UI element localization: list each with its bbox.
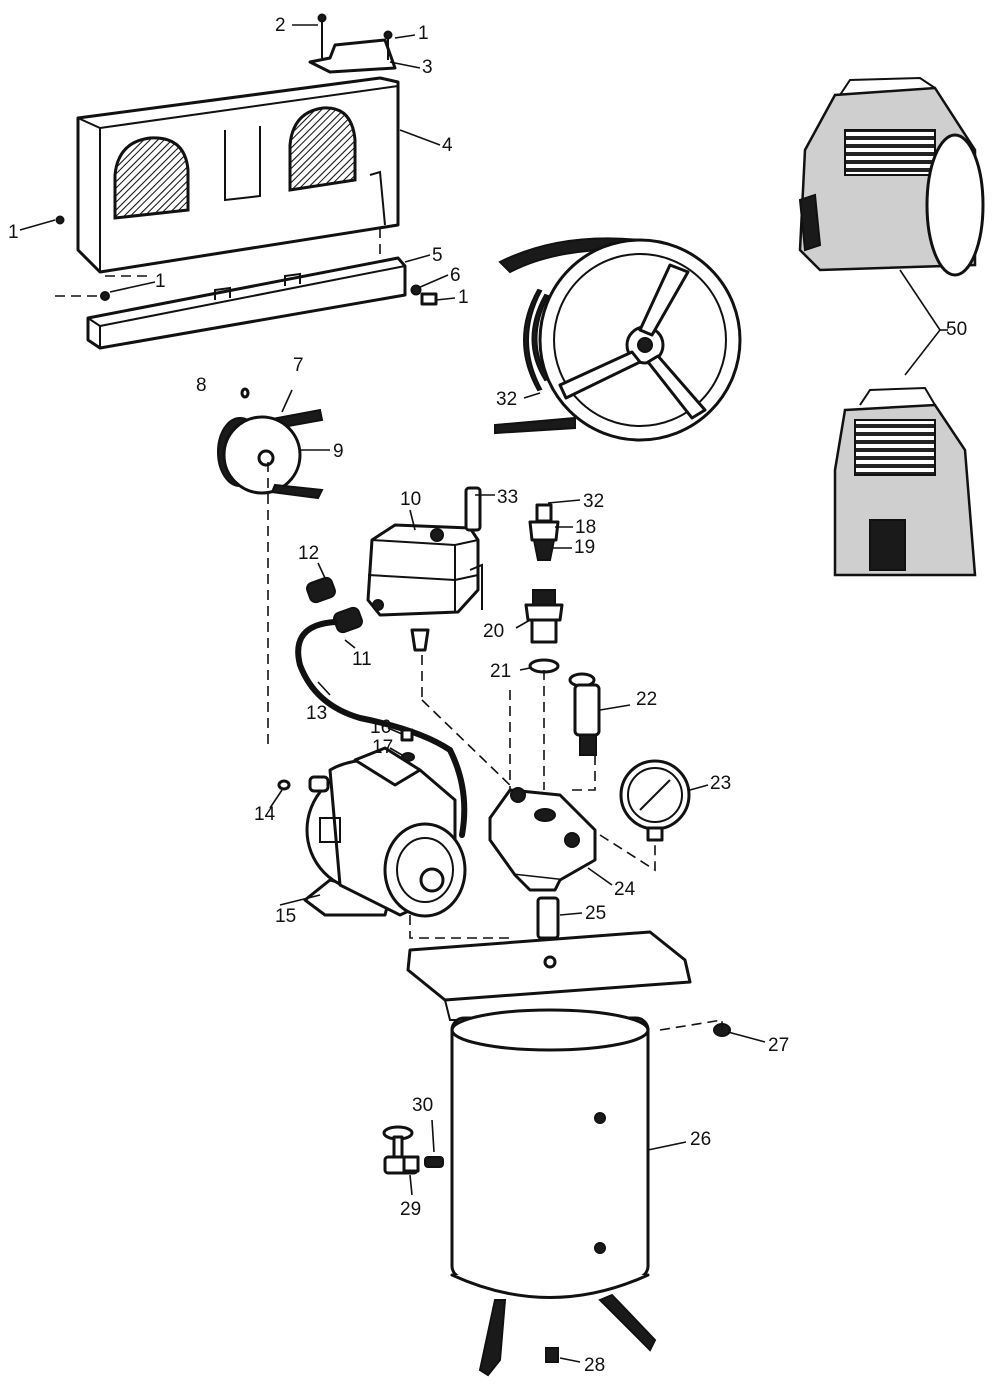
bolt-1-rail [420,292,438,306]
callout-23: 23 [710,773,732,794]
screw-1-top [383,30,393,40]
screw-1-left [55,215,65,225]
electric-motor [303,746,467,918]
manifold [488,787,597,892]
callout-25: 25 [585,903,607,924]
drain-plug-28 [545,1347,559,1363]
callout-13: 13 [306,703,328,724]
callout-15: 15 [275,906,297,927]
callout-16: 16 [370,717,392,738]
callout-30: 30 [412,1095,434,1116]
screw-2 [317,13,327,23]
callout-1-left: 1 [8,222,19,243]
callout-10: 10 [400,489,422,510]
callout-21: 21 [490,661,512,682]
belt-guard [76,76,400,274]
safety-valve [568,672,601,756]
screw-14 [277,779,291,791]
callout-22: 22 [636,689,658,710]
callout-2: 2 [275,15,286,36]
callout-18: 18 [575,517,597,538]
power-cord [295,619,468,838]
callout-32-fitting: 32 [583,491,605,512]
pump-head-variant-a [798,76,985,277]
drain-valve [382,1125,420,1175]
air-tank [406,930,692,1377]
callout-11: 11 [352,649,372,670]
callout-33: 33 [497,487,519,508]
callout-27: 27 [768,1035,790,1056]
callout-29: 29 [400,1199,422,1220]
guard-grille-left [113,136,190,220]
motor-pulley [217,408,324,500]
callout-5: 5 [432,245,443,266]
callout-7: 7 [293,355,304,376]
guard-support-rail [86,256,407,350]
pressure-gauge [619,759,691,842]
compressor-flywheel [494,237,742,442]
nut-17 [401,752,415,762]
pressure-switch [366,523,483,652]
leader-lines [19,24,766,1363]
check-valve-20 [524,589,564,644]
callout-12: 12 [298,543,320,564]
callout-32-flywheel: 32 [496,389,518,410]
callout-9: 9 [333,441,344,462]
callout-19: 19 [574,537,596,558]
callout-26: 26 [690,1129,712,1150]
callout-28: 28 [584,1355,606,1376]
callout-17: 17 [372,737,394,758]
callout-50: 50 [946,319,968,340]
callout-14: 14 [254,804,276,825]
callout-24: 24 [614,879,636,900]
callout-20: 20 [483,621,505,642]
tube-33 [464,486,482,532]
callout-1-top: 1 [418,23,429,44]
callout-1-bolt: 1 [458,287,469,308]
callout-3: 3 [422,57,433,78]
nipple-30 [424,1156,444,1168]
callout-8: 8 [196,375,207,396]
guard-grille-right [288,106,357,192]
screw-16 [400,728,414,742]
callout-6: 6 [450,265,461,286]
nipple-25 [536,896,560,940]
callout-1-rail: 1 [155,271,166,292]
pump-head-variant-b [833,386,977,577]
fitting-18-19 [528,503,560,561]
callout-4: 4 [442,135,453,156]
cord-connector-12 [306,576,336,604]
key-8 [240,387,250,399]
guard-bracket [308,22,397,74]
